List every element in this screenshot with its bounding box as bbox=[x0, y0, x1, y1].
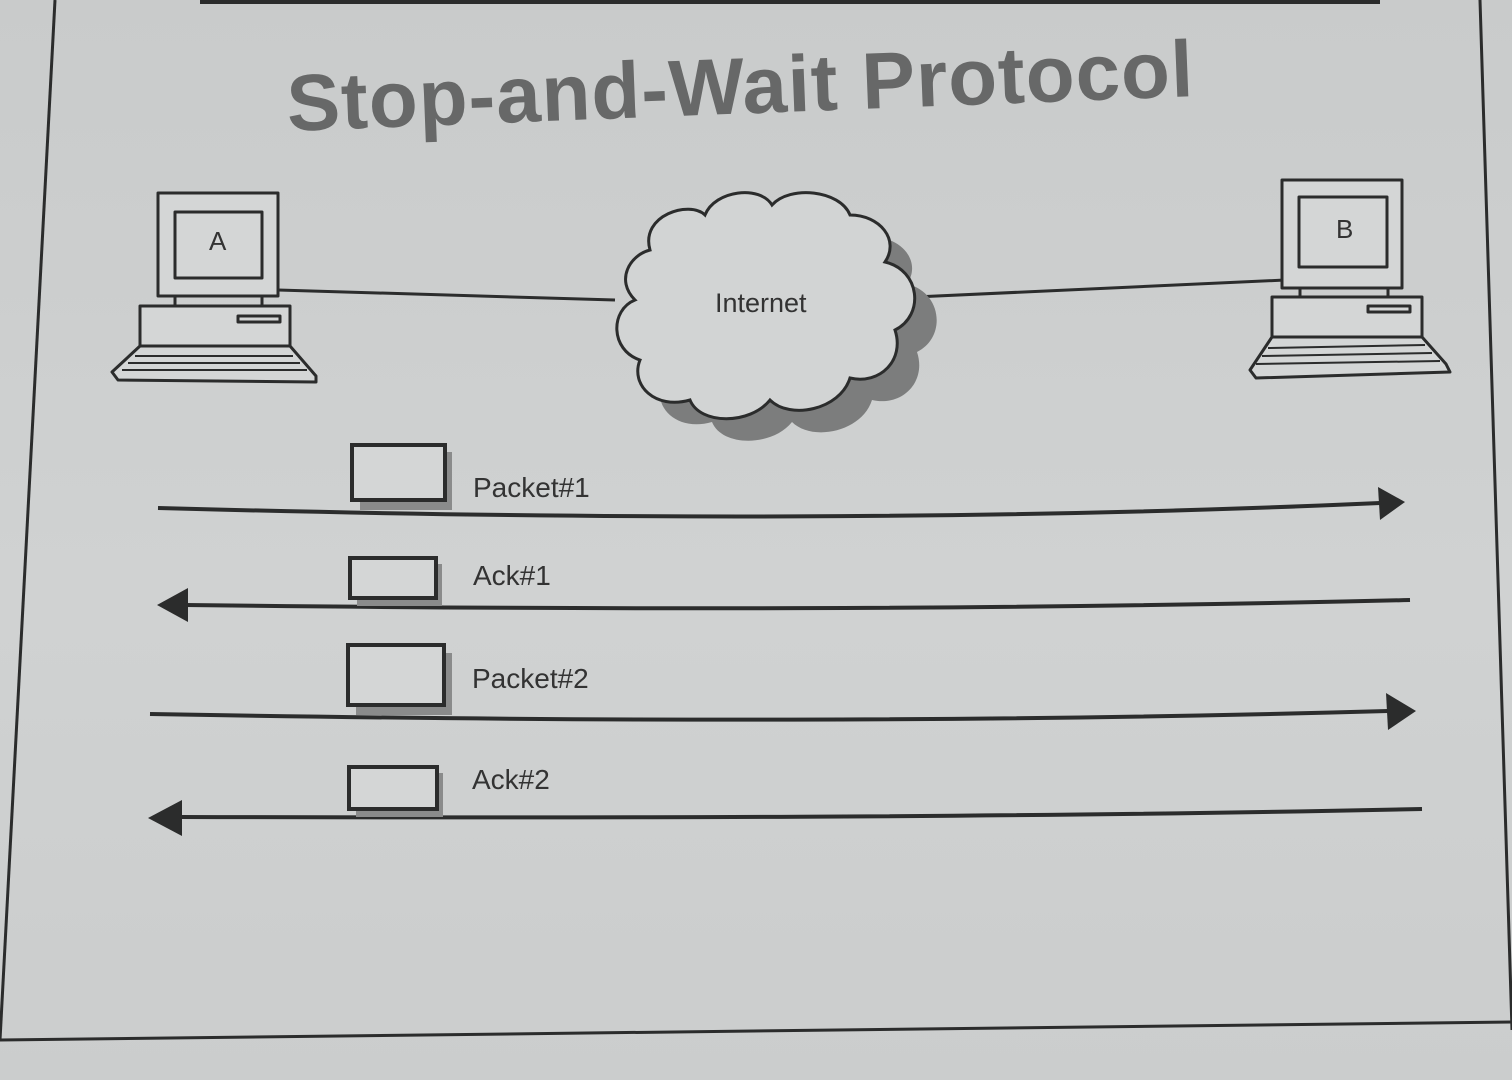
internet-cloud-icon bbox=[615, 191, 937, 441]
ack-1-box bbox=[348, 556, 442, 606]
internet-label: Internet bbox=[715, 288, 807, 318]
ack-1-label: Ack#1 bbox=[473, 560, 551, 591]
packet-1-label: Packet#1 bbox=[473, 472, 590, 503]
packet-1-box bbox=[350, 443, 452, 510]
arrow-packet-2 bbox=[149, 693, 1416, 730]
link-a-internet bbox=[277, 288, 616, 302]
slide-frame bbox=[0, 0, 1512, 1042]
ack-2-box bbox=[347, 765, 443, 817]
arrow-packet-1 bbox=[157, 487, 1405, 520]
ack-2-label: Ack#2 bbox=[472, 764, 550, 795]
arrow-ack-2 bbox=[148, 800, 1423, 836]
computer-b-icon bbox=[1248, 178, 1452, 380]
link-internet-b bbox=[914, 278, 1286, 299]
packet-2-box bbox=[346, 643, 452, 715]
host-b-label: B bbox=[1336, 214, 1354, 244]
arrow-ack-1 bbox=[157, 588, 1411, 622]
computer-a-icon bbox=[110, 191, 318, 384]
packet-2-label: Packet#2 bbox=[472, 663, 589, 694]
host-a-label: A bbox=[209, 226, 227, 256]
